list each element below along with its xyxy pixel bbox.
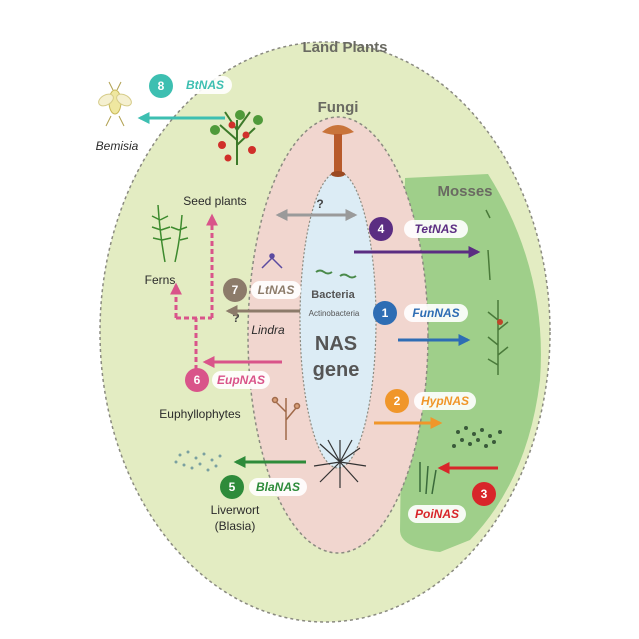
gene-tetnas: TetNAS [415, 222, 458, 236]
badge-1 [373, 301, 397, 325]
badge-5 [220, 475, 244, 499]
badge-8 [149, 74, 173, 98]
bemisia-label: Bemisia [96, 139, 139, 153]
gene-eupnas: EupNAS [217, 373, 265, 387]
badge-2 [385, 389, 409, 413]
land-plants-title: Land Plants [302, 39, 387, 56]
whitefly-icon [98, 81, 132, 127]
gene-poinas: PoiNAS [415, 507, 459, 521]
actinobacteria-label: Actinobacteria [309, 309, 360, 318]
unknown-mark-top: ? [316, 197, 323, 211]
moss-sprig-icon [419, 462, 437, 495]
tomato-plant-icon [210, 110, 263, 165]
fern-icon [151, 204, 189, 263]
blasia-label: (Blasia) [215, 519, 256, 533]
liverwort-label: Liverwort [211, 503, 260, 517]
mosses-title: Mosses [437, 183, 492, 200]
badge-3 [472, 482, 496, 506]
fungi-title: Fungi [318, 99, 359, 116]
badge-6-number: 6 [194, 373, 201, 387]
ferns-label: Ferns [145, 273, 176, 287]
lindra-label: Lindra [251, 323, 285, 337]
gene-blanas: BlaNAS [256, 480, 300, 494]
badge-1-number: 1 [382, 306, 389, 320]
badge-4 [369, 217, 393, 241]
mushroom-icon [322, 125, 354, 177]
colony-icon [313, 439, 367, 488]
gene-label: gene [313, 359, 360, 381]
badge-3-number: 3 [481, 487, 488, 501]
transfer-1: 1 FunNAS [373, 301, 468, 325]
nas-label: NAS [315, 333, 357, 355]
bacteria-label: Bacteria [311, 289, 355, 301]
mosses-zone [400, 174, 541, 552]
unknown-mark-lindra: ? [232, 311, 239, 325]
moss-icon [485, 209, 509, 375]
badge-7-number: 7 [232, 283, 239, 297]
badge-6 [185, 368, 209, 392]
euphyllophytes-label: Euphyllophytes [159, 407, 240, 421]
gene-hypnas: HypNAS [421, 394, 469, 408]
moss-cluster-icon [452, 426, 502, 448]
bacteria-icon [315, 269, 357, 279]
transfer-2: 2 HypNAS [385, 389, 476, 413]
gene-ltnas: LtNAS [258, 283, 295, 297]
badge-7 [223, 278, 247, 302]
badge-5-number: 5 [229, 480, 236, 494]
liverwort-icon [174, 450, 222, 472]
transfer-8: 8 BtNAS [149, 74, 232, 98]
transfer-7: 7 LtNAS [223, 278, 301, 302]
transfer-3: 3 PoiNAS [408, 482, 496, 523]
gene-btnas: BtNAS [186, 78, 224, 92]
seed-plants-label: Seed plants [183, 194, 246, 208]
unknown-transfer-arrow: ? [275, 197, 358, 221]
badge-8-number: 8 [158, 79, 165, 93]
transfer-4: 4 TetNAS [369, 217, 468, 241]
badge-2-number: 2 [394, 394, 401, 408]
gene-funnas: FunNAS [412, 306, 459, 320]
lindra-icon [261, 253, 283, 269]
badge-4-number: 4 [378, 222, 385, 236]
transfer-5: 5 BlaNAS [220, 475, 307, 499]
euphyllophyte-icon [271, 396, 301, 440]
euphyllophyte-tree [170, 213, 218, 370]
transfer-6: 6 EupNAS [185, 368, 270, 392]
